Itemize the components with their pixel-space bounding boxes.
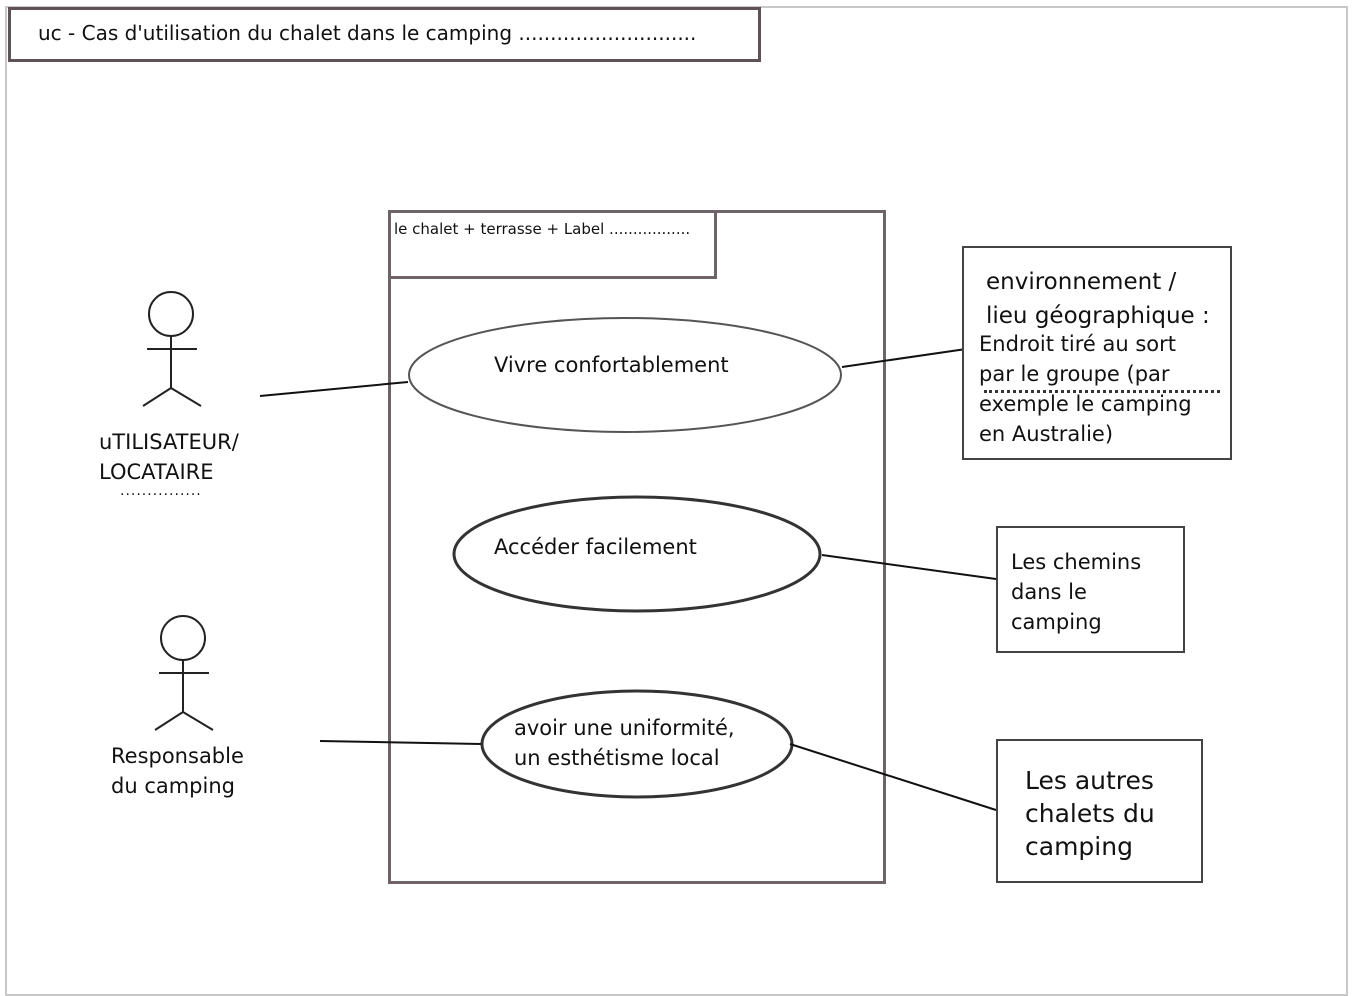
note-paths-line: camping <box>1011 610 1102 634</box>
association-user-comfort <box>259 381 409 397</box>
note-environment-heading-line2: lieu géographique : <box>986 303 1210 329</box>
note-environment-line: par le groupe (par <box>979 362 1170 386</box>
note-environment-line: exemple le camping <box>979 392 1192 416</box>
actor-user-figure <box>142 291 202 407</box>
actor-manager-label-line1: Responsable <box>111 744 244 768</box>
use-case-access-label: Accéder facilement <box>494 535 697 559</box>
actor-user-label-line2: LOCATAIRE <box>99 460 214 484</box>
actor-manager-figure <box>154 615 214 731</box>
association-comfort-environment <box>841 348 967 368</box>
actor-manager-label-line2: du camping <box>111 774 235 798</box>
use-case-comfort-ellipse <box>408 317 842 433</box>
note-other-chalets-line: camping <box>1025 832 1133 861</box>
actor-user-dots: ............... <box>120 483 202 499</box>
actor-user-label-line1: uTILISATEUR/ <box>99 430 239 454</box>
system-label: le chalet + terrasse + Label ...........… <box>394 220 691 238</box>
note-paths-line: dans le <box>1011 580 1087 604</box>
note-other-chalets-line: Les autres <box>1025 766 1154 795</box>
association-uniformity-chalets <box>789 743 997 811</box>
note-environment-line: Endroit tiré au sort <box>979 332 1177 356</box>
diagram-title: uc - Cas d'utilisation du chalet dans le… <box>38 21 697 45</box>
note-other-chalets <box>996 739 1203 883</box>
use-case-comfort-label: Vivre confortablement <box>494 353 729 377</box>
use-case-uniformity-label-line2: un esthétisme local <box>514 746 720 770</box>
use-case-uniformity-label-line1: avoir une uniformité, <box>514 716 735 740</box>
note-environment-line: en Australie) <box>979 422 1114 446</box>
diagram-title-frame <box>8 7 761 62</box>
note-other-chalets-line: chalets du <box>1025 799 1155 828</box>
association-access-paths <box>821 554 997 580</box>
note-environment <box>962 246 1232 460</box>
note-environment-heading-line1: environnement / <box>986 269 1177 295</box>
association-manager-uniformity <box>319 740 482 745</box>
note-paths <box>996 526 1185 653</box>
use-case-uniformity-ellipse <box>480 689 794 799</box>
use-case-access-ellipse <box>452 495 822 613</box>
note-environment-dotted-rule <box>984 390 1220 393</box>
system-label-frame <box>388 210 717 279</box>
note-paths-line: Les chemins <box>1011 550 1142 574</box>
